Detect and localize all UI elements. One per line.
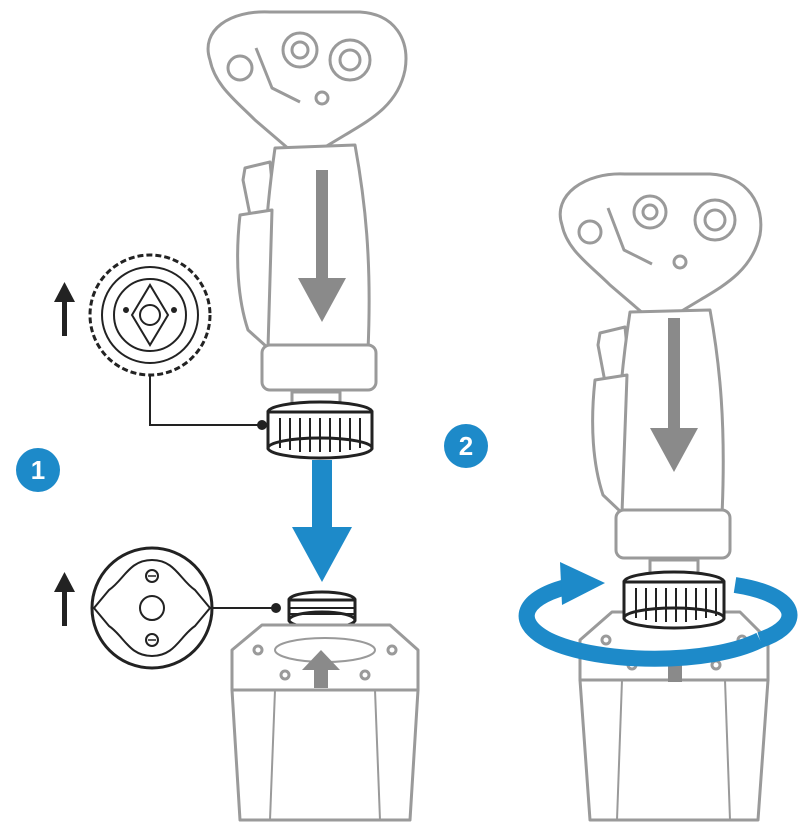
base-thread-icon	[287, 590, 357, 630]
up-arrow-icon	[54, 572, 75, 626]
step-2-number: 2	[459, 431, 473, 461]
up-arrow-icon	[54, 282, 75, 336]
gray-down-arrow-icon	[650, 318, 698, 472]
step1-joystick-handle	[206, 10, 408, 408]
rotate-arrow-icon	[733, 577, 798, 648]
plate-detail-callout	[90, 546, 281, 670]
step-2-badge: 2	[444, 424, 488, 468]
gray-up-arrow-icon	[302, 650, 340, 688]
blue-down-arrow-icon	[292, 460, 352, 582]
step-1-number: 1	[31, 455, 45, 485]
nut-detail-callout	[88, 253, 267, 430]
step-1-badge: 1	[16, 448, 60, 492]
step2-joystick-handle	[558, 172, 763, 576]
knurled-nut-icon	[622, 570, 726, 630]
rotate-arrow-front-icon	[518, 562, 764, 667]
gray-down-arrow-icon	[298, 170, 346, 322]
knurled-nut-icon	[266, 400, 374, 460]
